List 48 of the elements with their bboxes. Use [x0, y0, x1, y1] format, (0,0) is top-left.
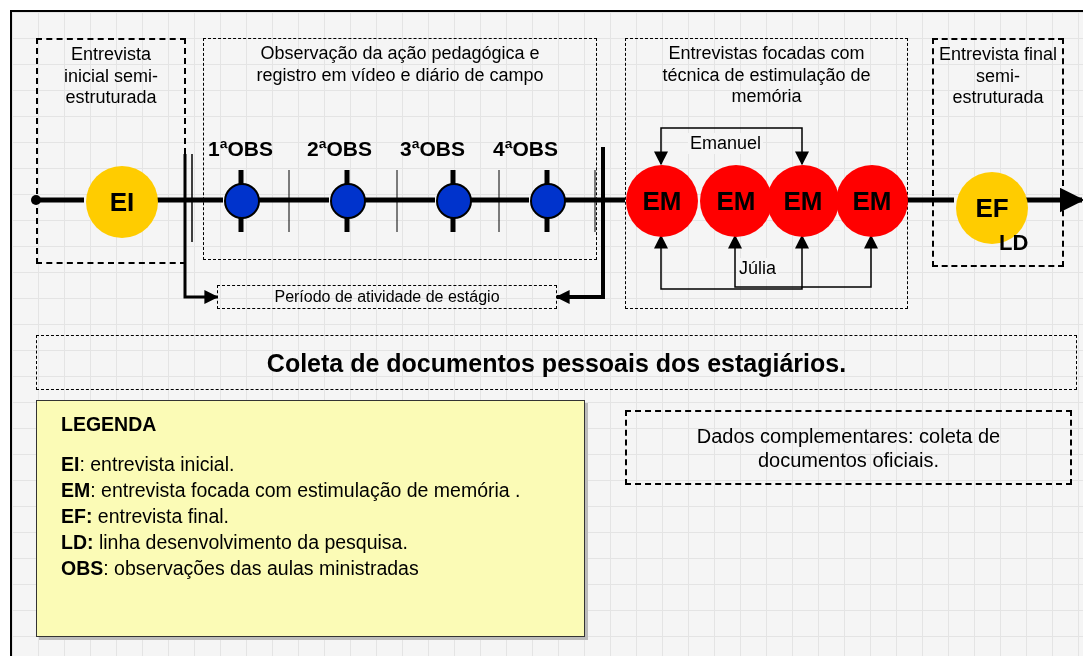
edge-label: Júlia [737, 258, 779, 279]
dashed-box [625, 38, 908, 309]
edge-label: Emanuel [688, 133, 764, 154]
timeline-line [471, 197, 529, 203]
observation-circle [330, 183, 366, 219]
box-heading: Dados complementares: coleta de documentos oficiais. [695, 423, 1002, 472]
box-heading: Observação da ação pedagógica e registro em vídeo e diário de campo [255, 43, 545, 87]
arrow [654, 234, 809, 290]
interview-circle: EM [626, 165, 698, 237]
arrow [1026, 187, 1083, 213]
box-heading: Coleta de documentos pessoais dos estagiários. [266, 347, 847, 378]
legend-entry: EI: entrevista inicial. [61, 452, 236, 477]
observation-label: 4ªOBS [493, 137, 558, 161]
timeline-line [156, 197, 223, 203]
interview-circle: EM [836, 165, 908, 237]
arrow [728, 234, 878, 288]
interview-circle: EM [767, 165, 839, 237]
dashed-box [36, 335, 1077, 390]
dashed-box [36, 38, 186, 264]
arrow [183, 154, 219, 304]
observation-label: 2ªOBS [307, 137, 372, 161]
box-heading: Período de atividade de estágio [274, 287, 500, 307]
observation-circle [224, 183, 260, 219]
box-heading: Entrevista inicial semi-estruturada [63, 44, 159, 109]
legend-entry: LD: linha desenvolvimento da pesquisa. [61, 530, 409, 555]
timeline-line [259, 197, 329, 203]
interview-circle: EI [86, 166, 158, 238]
timeline-line [565, 197, 625, 203]
legend-panel [36, 400, 585, 637]
arrow [654, 127, 809, 166]
observation-label: 1ªOBS [208, 137, 273, 161]
observation-label: 3ªOBS [400, 137, 465, 161]
dashed-box [203, 38, 597, 260]
dashed-box [932, 38, 1064, 267]
timeline-line [365, 197, 435, 203]
box-heading: Entrevistas focadas com técnica de estimulação de memória [661, 43, 872, 108]
legend-entry: OBS: observações das aulas ministradas [61, 556, 420, 581]
interview-circle: EM [700, 165, 772, 237]
observation-circle [436, 183, 472, 219]
dashed-box [625, 410, 1072, 485]
legend-entry: EF: entrevista final. [61, 504, 230, 529]
timeline-line [907, 197, 954, 203]
dashed-box [217, 285, 557, 309]
legend-title: LEGENDA [61, 412, 158, 437]
arrow [555, 147, 605, 304]
legend-entry: EM: entrevista focada com estimulação de memória . [61, 478, 522, 503]
observation-circle [530, 183, 566, 219]
box-heading: Entrevista final semi-estruturada [938, 44, 1058, 109]
